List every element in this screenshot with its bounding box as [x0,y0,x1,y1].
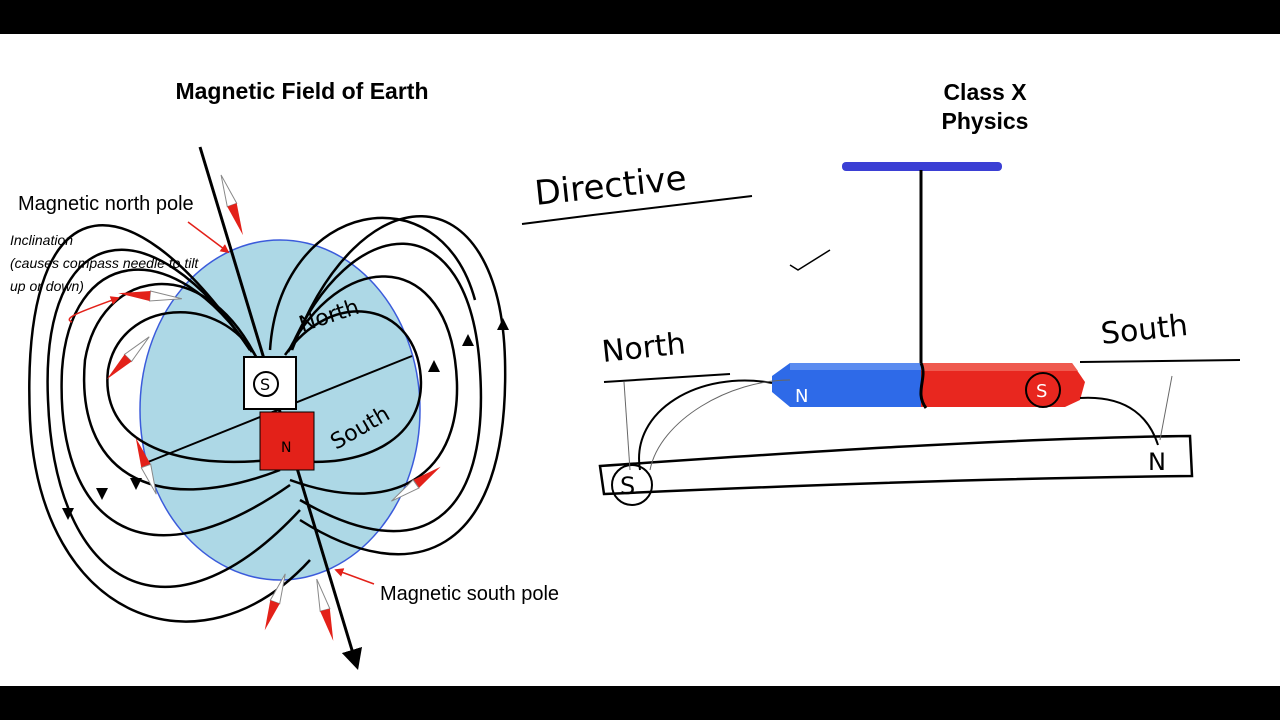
field-arrow-icon [96,488,108,500]
attraction-curve-left [638,379,773,471]
magnet-s-pole [243,356,297,410]
field-line [28,224,311,623]
class-label: Class X [943,79,1027,105]
field-arrow-icon [428,360,440,372]
compass-needle-icon [391,466,441,502]
magnet-s-label: S [1036,381,1047,402]
inclination-label: Inclination [10,232,73,248]
class-subject-title: Class X Physics [900,78,1070,136]
north-pole-pointer [187,221,230,254]
magnet-top-pole-label: S [260,375,270,394]
directive-underline [521,195,753,225]
south-drop-line [1159,375,1173,441]
south-handwritten-label: South [1099,308,1189,352]
north-drop-line [623,381,631,471]
south-underline [1079,359,1241,363]
ground-s-circle-icon [611,464,653,506]
compass-needle-icon [220,174,243,236]
field-line [268,216,477,351]
field-arrow-icon [497,318,509,330]
attraction-curve-left-faint [649,379,791,471]
field-line [283,310,423,464]
s-circle-icon [253,371,279,397]
compass-needle-icon [106,336,150,380]
compass-needle-icon [135,437,157,495]
compass-needle-icon [264,573,286,631]
ground-n-label: N [1148,448,1166,476]
subject-label: Physics [941,108,1029,134]
field-line [46,248,301,588]
field-arrows [62,318,509,520]
field-line [82,282,281,491]
support-bar [842,162,1002,171]
north-handwritten-label: North [600,326,687,370]
south-pole-pointer [334,568,375,585]
earth-bar-magnet: S N [243,356,315,471]
attraction-curve-right [1079,396,1159,446]
inclination-note-line1: (causes compass needle to tilt [10,255,199,271]
field-line [286,275,459,495]
thread-knot [919,362,928,409]
magnet-blue-top-face [790,363,921,370]
earth-field-title: Magnetic Field of Earth [175,78,429,104]
field-arrow-icon [62,508,74,520]
magnet-red-top-face [921,363,1078,371]
top-letterbox-bar [0,0,1280,34]
magnet-blue-half [772,363,921,407]
south-pole-label: Magnetic south pole [380,583,559,605]
inclination-pointer [68,296,120,323]
earth-field-diagram: S N [10,146,559,671]
bottom-letterbox-bar [0,686,1280,720]
field-line [290,215,507,556]
magnet-n-pole [259,411,315,471]
north-pole-label: Magnetic north pole [18,193,194,215]
field-line [106,311,271,464]
compass-needle-icon [316,578,334,641]
suspended-bar-magnet: N S [772,362,1085,409]
field-arrow-icon [130,478,142,490]
north-underline [603,373,731,383]
compass-needles [106,174,441,641]
magnet-bottom-pole-label: N [281,440,291,456]
ground-magnet-outline [598,434,1194,496]
ground-s-label: S [620,472,635,500]
tick-mark-icon [789,249,831,271]
magnet-n-label: N [795,386,808,407]
magnet-s-circle-icon [1025,372,1061,408]
field-arrow-icon [462,334,474,346]
field-lines [28,215,507,623]
inclination-note-line2: up or down) [10,278,84,294]
field-line [60,268,291,537]
compass-needle-icon [118,290,182,302]
suspended-magnet-diagram: Directive North South N S S N [521,158,1241,506]
field-line [288,242,483,533]
